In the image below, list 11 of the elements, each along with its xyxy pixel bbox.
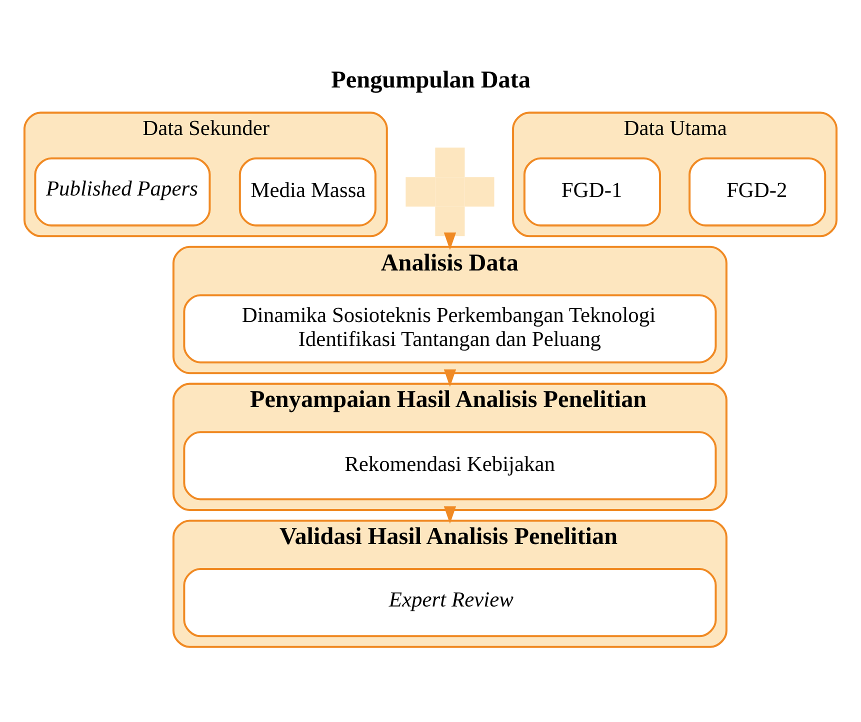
diagram-title: Pengumpulan Data xyxy=(331,66,531,94)
node-box: Expert Review xyxy=(183,568,717,638)
arrow xyxy=(444,232,456,250)
arrow xyxy=(444,506,456,524)
node-box: FGD-1 xyxy=(523,157,662,226)
node-box: Media Massa xyxy=(238,157,376,226)
node-box: Dinamika Sosioteknis Perkembangan Teknologi Identifikasi Tantangan dan Peluang xyxy=(183,294,717,364)
node-box: FGD-2 xyxy=(688,157,826,226)
node-box: Rekomendasi Kebijakan xyxy=(183,431,717,500)
node-box: Published Papers xyxy=(34,157,211,226)
arrow xyxy=(444,369,456,387)
